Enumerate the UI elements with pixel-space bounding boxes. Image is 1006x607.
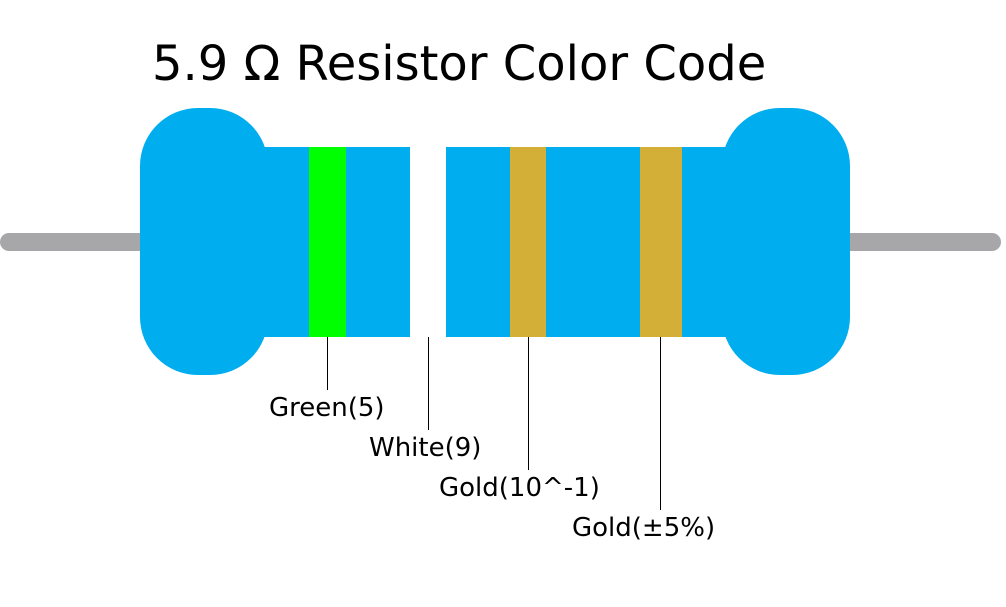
band-3 bbox=[510, 147, 546, 337]
band-label-3: Gold(10^-1) bbox=[439, 473, 600, 503]
band-label-4: Gold(±5%) bbox=[572, 513, 715, 543]
band-label-1: Green(5) bbox=[269, 393, 385, 423]
diagram-title: 5.9 Ω Resistor Color Code bbox=[152, 36, 766, 92]
left-cap bbox=[140, 108, 268, 375]
band-1 bbox=[309, 147, 346, 337]
resistor-body bbox=[140, 108, 850, 375]
right-cap bbox=[722, 108, 850, 375]
band-4 bbox=[640, 147, 682, 337]
band-2 bbox=[410, 147, 446, 337]
band-label-2: White(9) bbox=[369, 433, 481, 463]
